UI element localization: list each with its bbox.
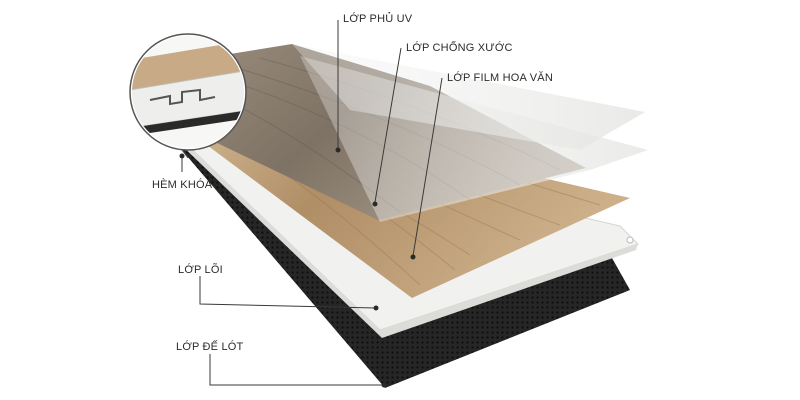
leader-core bbox=[199, 276, 377, 309]
leader-lines bbox=[181, 20, 443, 386]
leader-underlay bbox=[209, 354, 384, 386]
label-core: LỚP LÕI bbox=[178, 264, 223, 276]
lock-zoom-detail bbox=[129, 33, 247, 151]
uv-film-overlay bbox=[292, 44, 645, 150]
label-uv-coating: LỚP PHỦ UV bbox=[343, 13, 413, 25]
core-edge bbox=[176, 134, 638, 338]
label-click-lock: HÈM KHÓA bbox=[152, 179, 213, 191]
label-decor-film: LỚP FILM HOA VĂN bbox=[447, 72, 553, 84]
label-scratch-resistant: LỚP CHỐNG XƯỚC bbox=[406, 42, 513, 54]
leader-film bbox=[412, 77, 443, 257]
lock-zoom-connector bbox=[181, 149, 189, 159]
leader-dots bbox=[179, 147, 416, 388]
label-underlay: LỚP ĐẾ LÓT bbox=[176, 341, 244, 353]
leader-scratch bbox=[374, 47, 402, 203]
core-dot bbox=[626, 236, 634, 244]
